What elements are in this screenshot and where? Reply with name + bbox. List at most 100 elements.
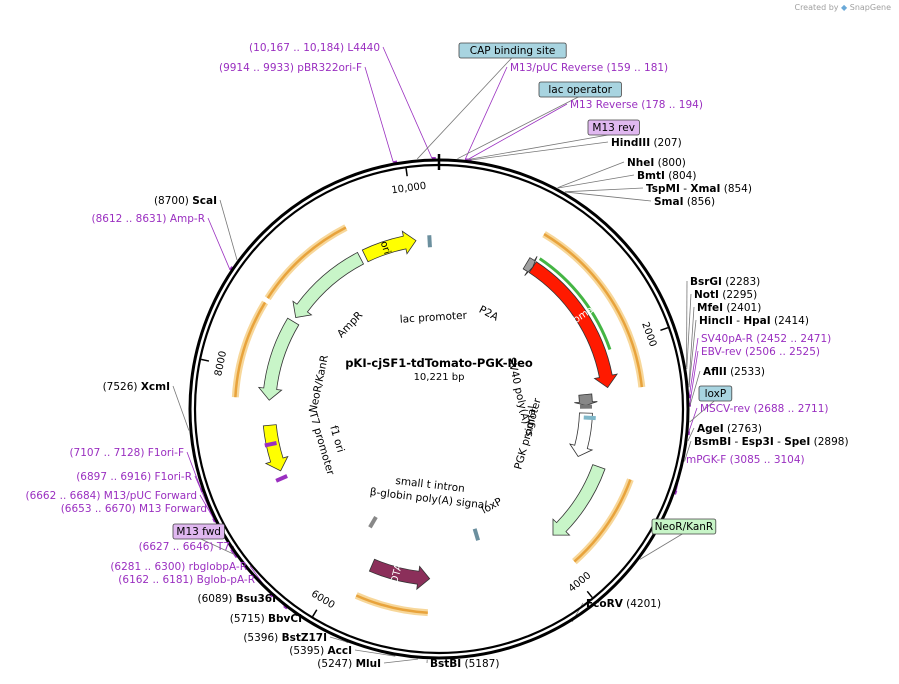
feature-PGK-promoter (568, 412, 594, 457)
callout-F1ori-F: (7107 .. 7128) F1ori-F (69, 447, 184, 459)
callout-line (557, 174, 635, 189)
callout-EcoRV: EcoRV (4201) (586, 598, 661, 610)
box-line (198, 537, 235, 555)
center-title: pKI-cjSF1-tdTomato-PGK-Neo 10,221 bp (345, 356, 533, 383)
primer-mark (199, 488, 204, 493)
orange-track-glow (231, 300, 269, 398)
feature-NeoR-KanR (552, 464, 606, 536)
callout-line (684, 440, 692, 462)
callout-T7: (6627 .. 6646) T7 (139, 541, 230, 553)
callout-lines (172, 46, 716, 664)
box-lac operator (538, 81, 622, 98)
backbone-inner-ring (193, 163, 685, 655)
box-line (639, 532, 685, 560)
callout-BstZ17I: (5396) BstZ17I (243, 632, 327, 644)
callout-line (383, 658, 419, 664)
callout-MfeI: MfeI (2401) (697, 302, 761, 314)
box-label: NeoR/KanR (655, 521, 714, 533)
callout-BsrGI: BsrGI (2283) (690, 276, 760, 288)
feature-NeoR-KanR-2 (257, 317, 300, 401)
callout-Bglob-pA-R: (6162 .. 6181) Bglob-pA-R (118, 574, 255, 586)
feature-label-DTA: DTA (389, 563, 405, 585)
feature-glyph (583, 415, 596, 421)
callout-XcmI: (7526) XcmI (103, 381, 170, 393)
callout-line (354, 649, 396, 657)
callout-NotI: NotI (2295) (694, 289, 757, 301)
feature-glyph (275, 474, 288, 483)
feature-SV40-polyA (574, 393, 598, 406)
callout-F1ori-R: (6897 .. 6916) F1ori-R (76, 471, 192, 483)
callout-MluI: (5247) MluI (317, 658, 381, 670)
orange-track (355, 594, 428, 614)
callout-line (688, 306, 695, 386)
callout-line (689, 370, 701, 406)
tick-mark (405, 168, 408, 177)
box-line (457, 95, 581, 160)
callout-pBR322ori-F: (9914 .. 9933) pBR322ori-F (219, 62, 362, 74)
callout-line (194, 475, 216, 523)
callout-line (464, 66, 508, 160)
feature-ori (361, 230, 417, 263)
callout-Amp-R: (8612 .. 8631) Amp-R (92, 213, 206, 225)
box-CAP binding site (458, 42, 567, 59)
tick-mark (312, 609, 318, 617)
primer-mark (229, 266, 234, 271)
primer-mark (269, 593, 274, 598)
primer-mark (233, 553, 238, 559)
callout-line (689, 350, 699, 403)
backbone-outer-ring (188, 158, 690, 660)
orange-track-glow (264, 224, 348, 301)
callout-line (467, 103, 568, 160)
box-loxP (698, 385, 733, 402)
box-label: loxP (705, 388, 727, 400)
primer-mark (393, 160, 398, 164)
green-track (538, 257, 612, 350)
callout-line (557, 161, 625, 189)
callout-AccI: (5395) AccI (289, 645, 352, 657)
inner-label: P2A (477, 304, 501, 324)
callout-line (688, 319, 697, 388)
callout-ScaI: (8700) ScaI (154, 195, 217, 207)
tick-label: 10,000 (391, 181, 427, 197)
callout-Bsu36I: (6089) Bsu36I (197, 593, 276, 605)
box-label: lac operator (548, 84, 612, 96)
callout-line (470, 141, 609, 161)
tick-label: 6000 (309, 589, 336, 612)
tick-label: 8000 (213, 350, 229, 377)
tick-mark (586, 590, 593, 599)
callout-M13/pUC Reverse: M13/pUC Reverse (159 .. 181) (510, 62, 668, 74)
callout-line (219, 199, 238, 261)
callout-AflII: AflII (2533) (703, 366, 765, 378)
callout-line (364, 66, 394, 163)
tick-label: 4000 (567, 570, 594, 595)
box-line (467, 133, 614, 161)
callout-line (686, 293, 692, 370)
callout-HindIII: HindIII (207) (611, 137, 682, 149)
plasmid-name: pKI-cjSF1-tdTomato-PGK-Neo (345, 356, 533, 370)
callout-EBV-rev: EBV-rev (2506 .. 2525) (701, 346, 820, 358)
callout-line (564, 187, 644, 193)
callout-SV40pA-R: SV40pA-R (2452 .. 2471) (701, 333, 831, 345)
watermark-prefix: Created by (794, 3, 839, 12)
orange-track (266, 226, 347, 299)
primer-mark (212, 518, 216, 523)
feature-glyph (427, 235, 432, 248)
box-label: M13 rev (592, 122, 635, 134)
feature-f1-ori (262, 424, 289, 472)
orange-track (234, 301, 267, 398)
callout-MSCV-rev: MSCV-rev (2688 .. 2711) (700, 403, 829, 415)
callout-M13/pUC Forward: (6662 .. 6684) M13/pUC Forward (25, 490, 197, 502)
callout-BmtI: BmtI (804) (637, 170, 696, 182)
snapgene-logo-icon: ◆ (841, 3, 848, 12)
callout-line (186, 451, 203, 493)
snapgene-watermark: Created by ◆ SnapGene (794, 3, 891, 12)
callout-TspMI: TspMI - XmaI (854) (646, 183, 752, 195)
orange-tracks (231, 224, 646, 617)
callout-line (689, 337, 699, 395)
watermark-brand: SnapGene (849, 3, 891, 12)
callout-M13 Reverse: M13 Reverse (178 .. 194) (570, 99, 703, 111)
feature-glyph (472, 528, 480, 541)
